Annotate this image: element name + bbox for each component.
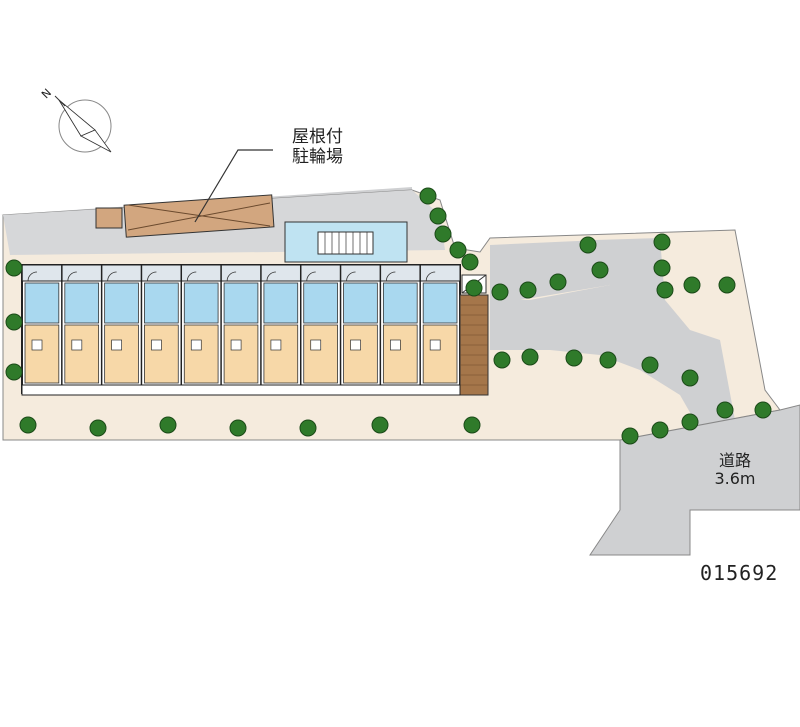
unit <box>140 265 179 393</box>
road-label: 道路 3.6m <box>702 451 768 489</box>
unit <box>100 265 139 393</box>
stairs <box>317 231 374 255</box>
tree <box>159 416 177 434</box>
tree <box>519 281 537 299</box>
tree <box>449 241 467 259</box>
unit <box>339 265 378 393</box>
tree <box>19 416 37 434</box>
unit <box>419 265 458 393</box>
road-width: 3.6m <box>714 469 756 489</box>
bike-shelter-diag-b <box>127 202 271 231</box>
tree <box>463 416 481 434</box>
brick-pattern <box>460 304 488 386</box>
bike-parking-label-line2: 駐輪場 <box>292 146 343 167</box>
road-name: 道路 <box>718 451 751 470</box>
tree <box>651 421 669 439</box>
tree <box>89 419 107 437</box>
balcony-strip <box>21 384 461 396</box>
tree <box>718 276 736 294</box>
unit <box>299 265 338 393</box>
corridor <box>21 264 461 282</box>
compass-icon <box>54 95 112 153</box>
tree <box>5 259 23 277</box>
tree <box>549 273 567 291</box>
bike-parking-label-line1: 屋根付 <box>292 127 343 147</box>
tree <box>683 276 701 294</box>
tree <box>681 369 699 387</box>
tree <box>434 225 452 243</box>
tree <box>371 416 389 434</box>
tree <box>656 281 674 299</box>
unit <box>379 265 418 393</box>
trees <box>5 187 772 445</box>
unit <box>61 265 100 393</box>
tree <box>681 413 699 431</box>
tree <box>5 313 23 331</box>
tree <box>591 261 609 279</box>
tree <box>565 349 583 367</box>
unit <box>220 265 259 393</box>
unit <box>180 265 219 393</box>
tree <box>491 283 509 301</box>
unit-rows <box>21 265 458 393</box>
tree <box>716 401 734 419</box>
bike-parking-label: 屋根付 駐輪場 <box>292 127 372 167</box>
tree <box>621 427 639 445</box>
tree <box>653 259 671 277</box>
tree <box>419 187 437 205</box>
tree <box>599 351 617 369</box>
tree <box>641 356 659 374</box>
tree <box>653 233 671 251</box>
property-code: 015692 <box>700 561 779 585</box>
tree <box>754 401 772 419</box>
unit <box>21 265 60 393</box>
tree <box>229 419 247 437</box>
parking-area-east <box>490 238 735 430</box>
tree <box>493 351 511 369</box>
parking-area <box>490 240 610 300</box>
bike-shelter-box <box>95 207 123 229</box>
tree <box>5 363 23 381</box>
tree <box>579 236 597 254</box>
tree <box>521 348 539 366</box>
tree <box>465 279 483 297</box>
tree <box>299 419 317 437</box>
bike-label-leader <box>194 149 273 223</box>
tree <box>429 207 447 225</box>
unit <box>260 265 299 393</box>
road-right <box>589 404 800 556</box>
stair-steps <box>324 232 368 254</box>
tree <box>461 253 479 271</box>
